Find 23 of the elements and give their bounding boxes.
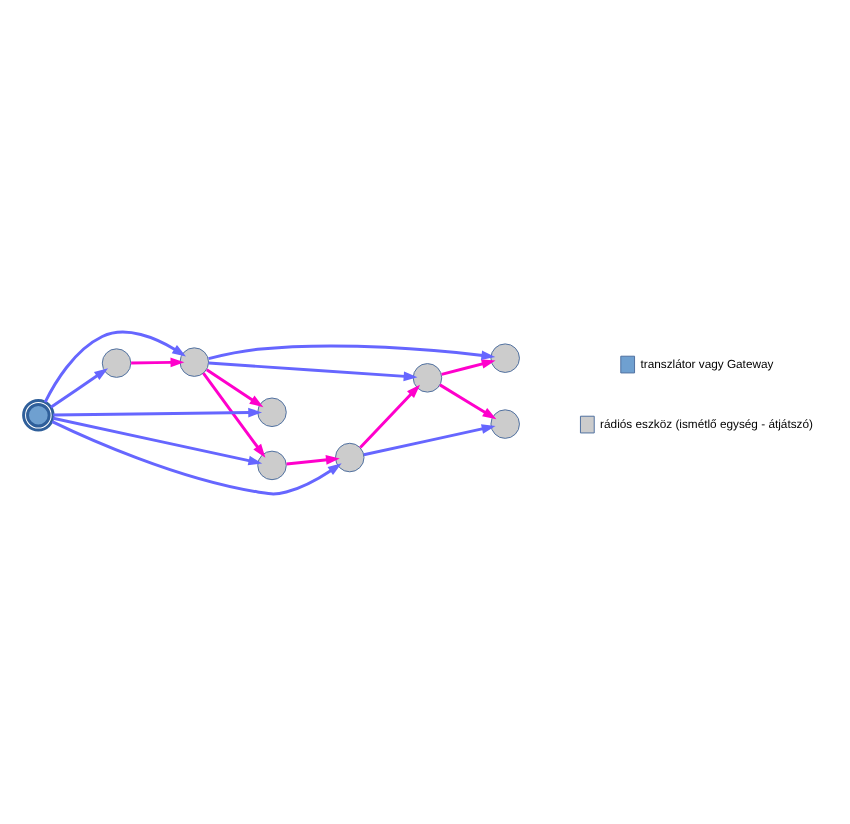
arrow xyxy=(441,358,496,375)
arrow xyxy=(43,329,186,402)
arrow xyxy=(53,406,263,417)
arrow xyxy=(50,367,109,408)
arrow xyxy=(439,382,497,419)
arrow xyxy=(208,360,418,381)
arrow xyxy=(286,454,340,465)
arrow xyxy=(363,423,496,456)
arrow xyxy=(51,419,342,495)
node-circle xyxy=(179,346,210,376)
node-circle xyxy=(335,441,365,472)
arrow xyxy=(131,356,185,367)
arrow xyxy=(205,367,264,407)
arrow xyxy=(359,383,421,448)
arrow xyxy=(52,415,263,465)
arrow xyxy=(202,371,266,457)
node-circle xyxy=(490,408,520,438)
arrow xyxy=(208,343,496,360)
node-circle xyxy=(412,362,443,392)
node-circle xyxy=(257,449,287,480)
node-circle xyxy=(101,347,132,377)
node-circle xyxy=(490,342,520,372)
node-circle xyxy=(257,396,287,427)
